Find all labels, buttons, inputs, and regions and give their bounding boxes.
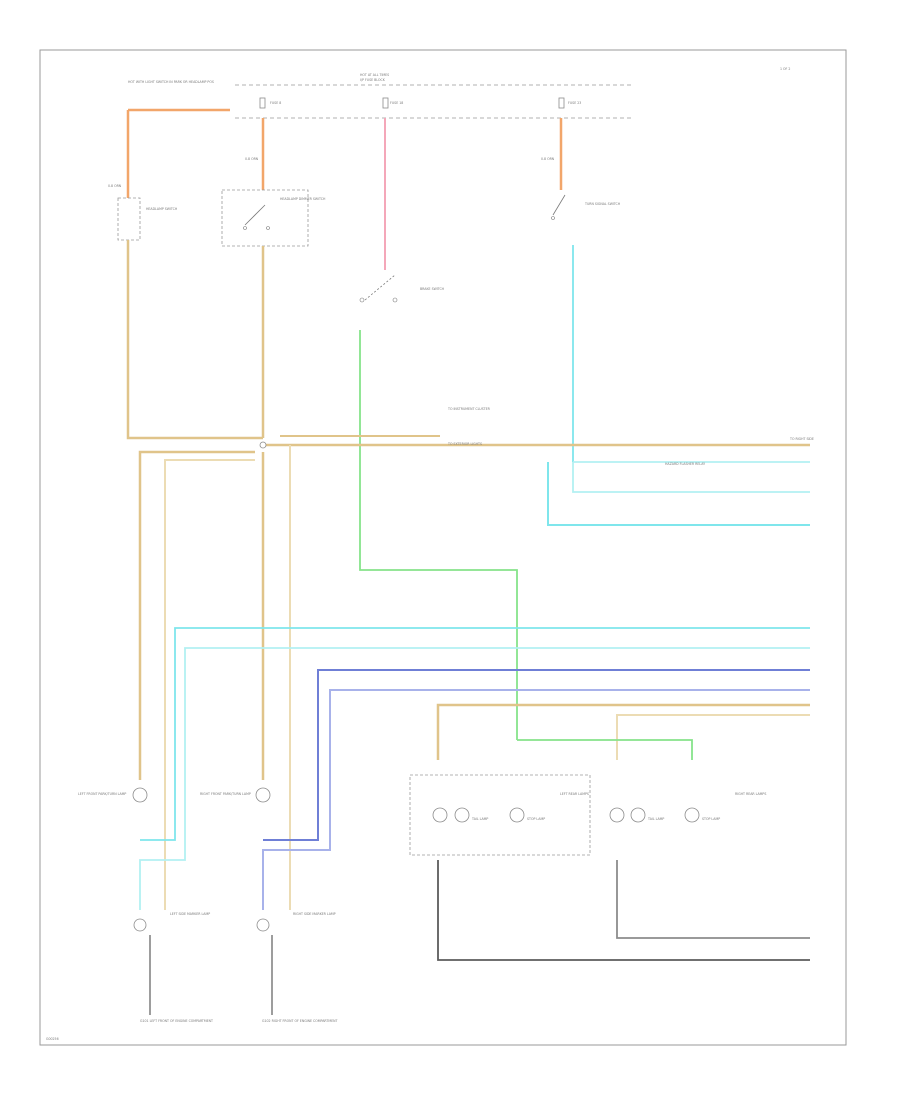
wire-blue-long-1 [263, 669, 810, 841]
lf-side-lamp-label: LEFT SIDE MARKER LAMP [170, 912, 210, 916]
right-edge-arrows: TO RIGHT SIDE [789, 437, 814, 441]
rf-side-lamp-label: RIGHT SIDE MARKER LAMP [293, 912, 336, 916]
lf-turn-lamp-label: LEFT FRONT PARK/TURN LAMP [78, 792, 126, 796]
fuse-c-label: FUSE 23 [568, 101, 581, 105]
left-rear-lamps: LEFT REAR LAMPS TAIL LAMP STOP LAMP [409, 774, 591, 856]
headlamp-switch-label: HEADLAMP SWITCH [146, 207, 178, 211]
left-front-lamp: LEFT FRONT PARK/TURN LAMP [78, 787, 148, 803]
wire-light-green [359, 330, 518, 740]
wire-code-2: 0.8 ORN [245, 157, 259, 161]
to-right-label: TO RIGHT SIDE [789, 437, 814, 441]
ground-right-label: G102 RIGHT FRONT OF ENGINE COMPARTMENT [262, 1019, 337, 1023]
brake-switch-label: BRAKE SWITCH [420, 287, 445, 291]
rf-turn-lamp-label: RIGHT FRONT PARK/TURN LAMP [200, 792, 251, 796]
wire-blue-long-2 [262, 689, 810, 910]
fuse-b [382, 97, 389, 109]
lr-lamps-label: LEFT REAR LAMPS [560, 792, 589, 796]
wire-gray-rear-1 [616, 860, 810, 939]
wire-cyan-2 [572, 462, 810, 493]
to-instrument-label: TO INSTRUMENT CLUSTER [447, 407, 491, 411]
rr-stop-label: STOP LAMP [702, 817, 720, 821]
turn-signal-switch: TURN SIGNAL SWITCH [551, 194, 621, 220]
wire-tan-left [126, 240, 263, 440]
wire-code-1: 0.8 ORN [108, 184, 122, 188]
wire-tan-rear-2 [616, 714, 810, 760]
left-side-marker: LEFT SIDE MARKER LAMP [133, 912, 210, 932]
rr-lamps-label: RIGHT REAR LAMPS [735, 792, 766, 796]
wire-tan-drop-1 [138, 450, 255, 780]
wire-cyan-long-2 [139, 647, 810, 910]
top-left-supply-label: HOT WITH LIGHT SWITCH IN PARK OR HEADLAM… [128, 80, 214, 84]
lr-tail-label: TAIL LAMP [471, 817, 488, 821]
wire-green-rear [517, 739, 693, 760]
fuse-block-subtitle: I/P FUSE BLOCK [360, 78, 386, 82]
to-exterior-label: TO EXTERIOR LIGHTS [447, 442, 482, 446]
brake-switch: BRAKE SWITCH [359, 274, 445, 303]
fuse-block-title: HOT AT ALL TIMES [360, 73, 389, 77]
right-side-marker: RIGHT SIDE MARKER LAMP [256, 912, 336, 932]
wire-cyan-long-1 [140, 627, 810, 841]
hazard-relay-label: HAZARD FLASHER RELAY [665, 462, 705, 466]
right-front-lamp: RIGHT FRONT PARK/TURN LAMP [200, 787, 271, 803]
splice-bus [259, 441, 267, 449]
figure-id: G00256 [46, 1037, 59, 1041]
fuse-block: HOT AT ALL TIMES I/P FUSE BLOCK FUSE 8 F… [235, 73, 632, 119]
dimmer-switch: HEADLAMP DIMMER SWITCH [221, 189, 326, 247]
right-rear-lamps: RIGHT REAR LAMPS TAIL LAMP STOP LAMP [609, 792, 766, 823]
wire-code-3: 0.8 ORN [541, 157, 555, 161]
wire-cyan-3 [547, 462, 810, 526]
wire-tan-rear [436, 703, 810, 760]
turn-switch-label: TURN SIGNAL SWITCH [584, 202, 621, 206]
diagram-frame [39, 49, 847, 1046]
page-reference: 1 OF 2 [780, 67, 790, 71]
fuse-c [558, 97, 565, 109]
lr-stop-label: STOP LAMP [527, 817, 545, 821]
fuse-a [259, 97, 266, 109]
wire-tan-drop-2 [164, 459, 255, 910]
fuse-a-label: FUSE 8 [270, 101, 281, 105]
fuse-b-label: FUSE 18 [390, 101, 403, 105]
rr-tail-label: TAIL LAMP [647, 817, 664, 821]
wire-gray-rear-2 [437, 860, 810, 961]
ground-left-label: G101 LEFT FRONT OF ENGINE COMPARTMENT [140, 1019, 213, 1023]
dimmer-switch-label: HEADLAMP DIMMER SWITCH [280, 197, 326, 201]
